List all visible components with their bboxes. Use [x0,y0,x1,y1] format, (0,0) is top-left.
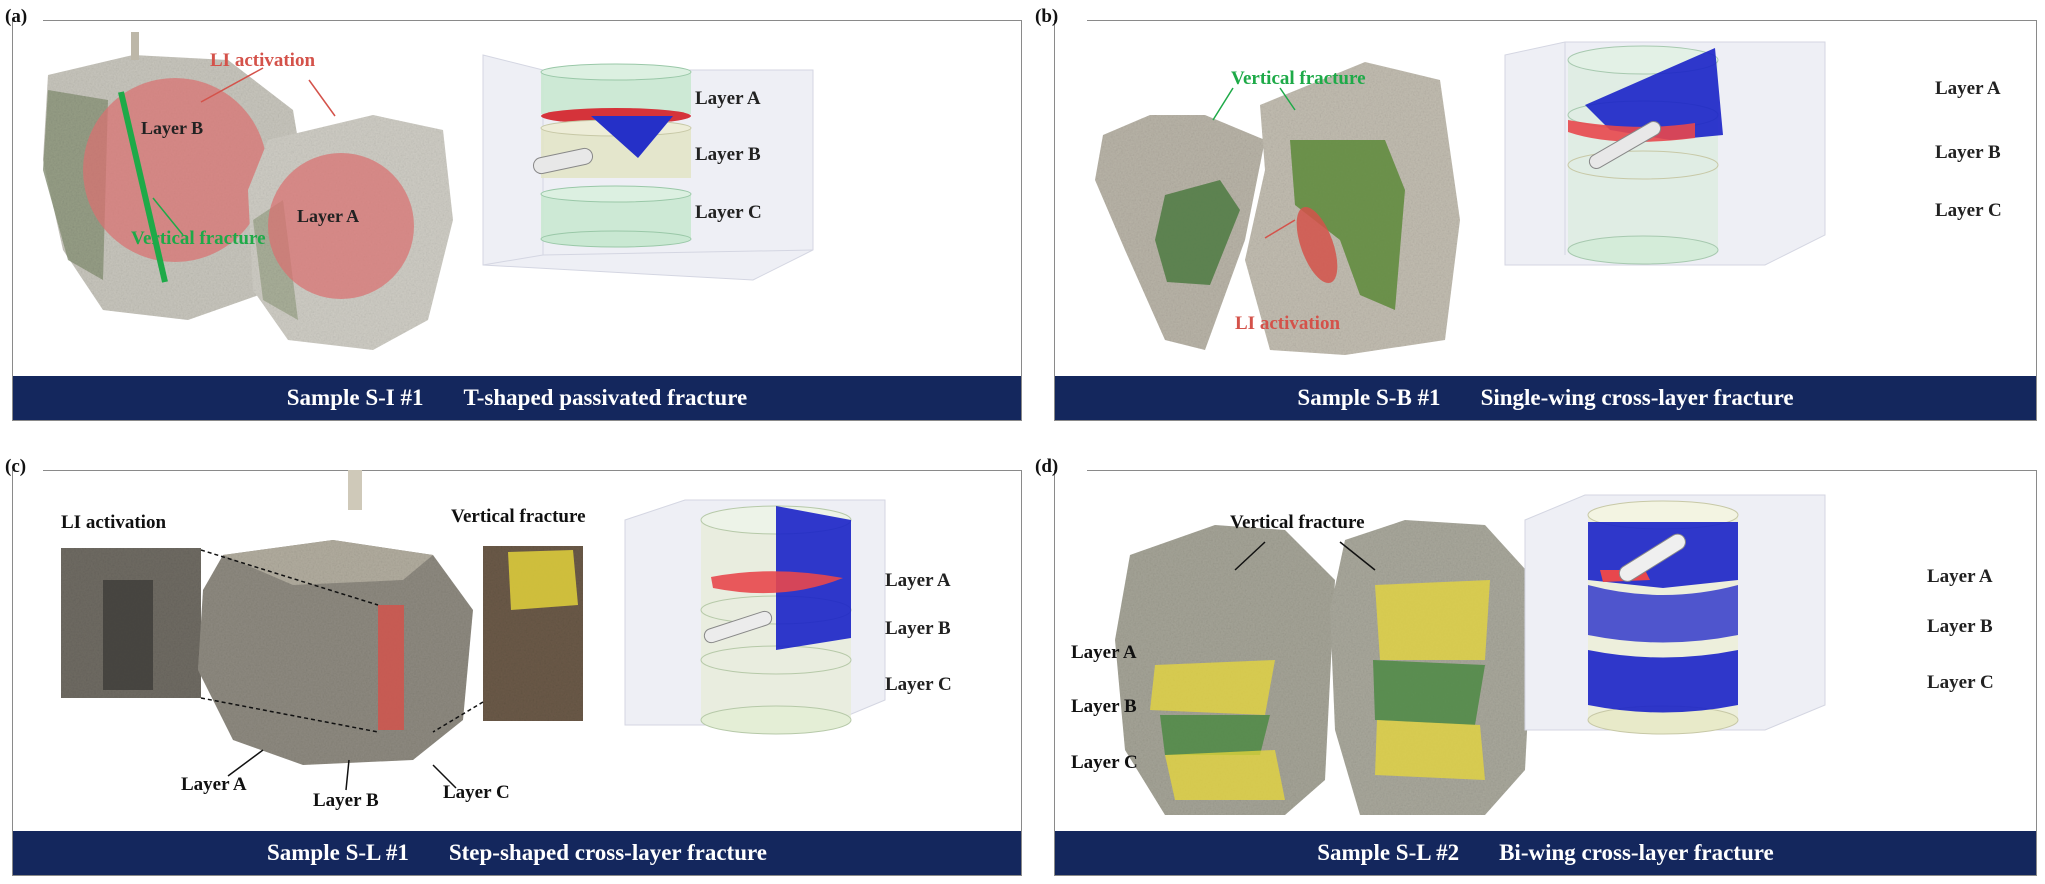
panel-label: (a) [5,6,28,27]
rock-samples [1095,62,1460,355]
model-layer-a-label: Layer A [885,570,951,591]
injection-tube [131,32,139,60]
layer-model [1504,41,1826,266]
li-activation-label: LI activation [1235,313,1341,334]
panel-d-illustration [1115,494,1826,815]
li-activation-area-right [268,153,414,299]
layer-model [1524,494,1826,735]
model-layer-c-label: Layer C [695,202,762,223]
rock-sample [198,540,473,765]
yellow-surface-lower-right [1375,720,1485,780]
photo-layer-b-label: Layer B [1071,696,1137,717]
yellow-surface-layer-c [1165,750,1285,800]
vertical-fracture-label: Vertical fracture [1230,512,1365,533]
panel-d: (d) Vertical fracture Layer A Layer B La… [1035,456,2037,876]
panel-a: (a) [5,6,1022,421]
vertical-fracture-label: Vertical fracture [1231,68,1366,89]
panel-a-illustration [43,32,814,350]
li-activation-label: LI activation [210,50,316,71]
sample-id: Sample S-L #2 [1317,840,1460,865]
panel-b-illustration [1095,41,1826,355]
panel-label: (d) [1035,456,1059,477]
panel-caption: Sample S-L #1 Step-shaped cross-layer fr… [13,831,1021,875]
model-layer-a-label: Layer A [1927,566,1993,587]
fracture-type: T-shaped passivated fracture [463,385,748,410]
vertical-fracture-label: Vertical fracture [451,506,586,527]
photo-layer-a-label: Layer A [1071,642,1137,663]
model-layer-b-label: Layer B [1935,142,2001,163]
photo-layer-c-label: Layer C [1071,752,1138,773]
panel-b: (b) Vertical fracture LI activation Laye… [1035,6,2037,421]
model-layer-b-label: Layer B [695,144,761,165]
layer-model [482,54,814,281]
layer-model [624,499,886,735]
green-surface-right [1373,660,1485,725]
fracture-type: Bi-wing cross-layer fracture [1499,840,1774,865]
photo-layer-a-label: Layer A [297,206,360,226]
vertical-fracture-label: Vertical fracture [131,228,266,249]
green-surface-layer-b [1160,715,1270,755]
model-layer-a-label: Layer A [1935,78,2001,99]
photo-layer-b-label: Layer B [141,118,204,138]
panel-label: (b) [1035,6,1059,27]
model-layer-c-label: Layer C [885,674,952,695]
model-layer-a-label: Layer A [695,88,761,109]
sample-id: Sample S-I #1 [286,385,424,410]
panel-caption: Sample S-B #1 Single-wing cross-layer fr… [1055,376,2036,420]
sample-id: Sample S-L #1 [266,840,409,865]
photo-layer-b-label: Layer B [313,790,379,811]
li-activation-label: LI activation [61,512,167,533]
fracture-type: Single-wing cross-layer fracture [1480,385,1794,410]
panel-caption: Sample S-L #2 Bi-wing cross-layer fractu… [1055,831,2036,875]
li-activation-strip [378,605,404,730]
model-layer-b-label: Layer B [885,618,951,639]
li-activation-area [1296,207,1338,283]
panel-caption: Sample S-I #1 T-shaped passivated fractu… [13,376,1021,420]
panel-c-illustration [61,470,886,791]
sample-id: Sample S-B #1 [1297,385,1441,410]
model-layer-c-label: Layer C [1935,200,2002,221]
fracture-type: Step-shaped cross-layer fracture [448,840,767,865]
photo-layer-c-label: Layer C [443,782,510,803]
model-layer-b-label: Layer B [1927,616,1993,637]
vertical-fracture-line [118,91,168,283]
vertical-fracture-surface-left [1155,180,1240,285]
yellow-surface-layer-a [1150,660,1275,715]
panel-label: (c) [5,456,27,477]
injection-tube [348,470,362,510]
yellow-surface-upper-right [1375,580,1490,660]
photo-layer-a-label: Layer A [181,774,247,795]
vertical-fracture-surface-right [1290,140,1405,310]
model-layer-c-label: Layer C [1927,672,1994,693]
panel-c: (c) LI activation Vertical fractu [5,456,1022,876]
